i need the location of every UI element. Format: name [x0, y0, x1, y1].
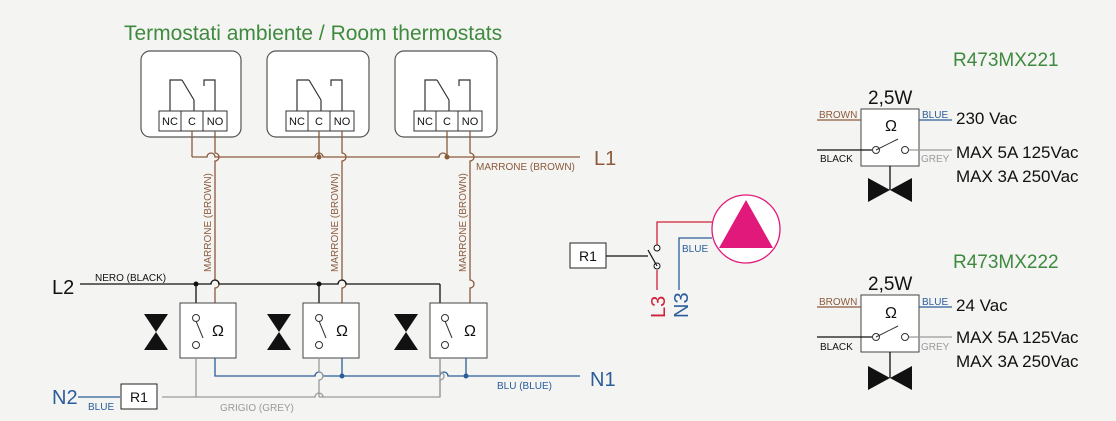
terminal-nc: NC — [289, 116, 305, 128]
brown-vertical-label-3: MARRONE (BROWN) — [458, 173, 469, 272]
grey-wiring — [162, 358, 445, 398]
module-1-max1: MAX 5A 125Vac — [956, 143, 1079, 162]
actuator-3: Ω — [394, 302, 488, 359]
terminal-c: C — [188, 116, 196, 128]
black-wiring — [80, 279, 441, 303]
grey-wire-label: GRIGIO (GREY) — [220, 403, 294, 414]
terminal-no: NO — [462, 116, 479, 128]
module-1-max2: MAX 3A 250Vac — [956, 167, 1079, 186]
module-2-actuator: Ω — [860, 294, 920, 390]
black-wire-label: NERO (BLACK) — [95, 273, 166, 284]
thermostat-3: NC C NO — [394, 50, 498, 138]
terminal-nc: NC — [417, 116, 433, 128]
svg-text:Ω: Ω — [336, 323, 348, 340]
module-2-blue: BLUE — [922, 297, 948, 308]
actuator-2: Ω — [267, 302, 360, 359]
module-2-max2: MAX 3A 250Vac — [956, 352, 1079, 371]
module-2-max1: MAX 5A 125Vac — [956, 328, 1079, 347]
blue-wire-label: BLU (BLUE) — [497, 381, 552, 392]
n3-label: N3 — [671, 292, 693, 318]
brown-vertical-label-1: MARRONE (BROWN) — [203, 173, 214, 272]
module-1-black: BLACK — [820, 154, 853, 165]
module-1-actuator: Ω — [860, 108, 920, 202]
svg-text:Ω: Ω — [212, 323, 224, 340]
relay-r1-pump-label: R1 — [579, 248, 597, 264]
svg-text:Ω: Ω — [464, 323, 476, 340]
module-2-model: R473MX222 — [953, 252, 1059, 273]
terminal-c: C — [443, 116, 451, 128]
relay-r1-bottom-label: R1 — [130, 389, 148, 405]
thermostat-1: NC C NO — [140, 50, 242, 138]
svg-text:Ω: Ω — [885, 305, 897, 322]
module-1-model: R473MX221 — [953, 50, 1059, 71]
module-1-brown: BROWN — [819, 110, 857, 121]
module-1-power: 2,5W — [868, 88, 912, 109]
module-2-power: 2,5W — [868, 274, 912, 295]
terminal-c: C — [315, 116, 323, 128]
actuator-1: Ω — [144, 302, 237, 359]
l1-label: L1 — [594, 148, 616, 170]
pump-icon — [711, 194, 781, 264]
relay-r1-bottom — [120, 383, 158, 410]
n2-label: N2 — [52, 387, 78, 409]
terminal-no: NO — [334, 116, 351, 128]
terminal-nc: NC — [162, 116, 178, 128]
thermostat-2: NC C NO — [266, 50, 370, 138]
module-1-blue: BLUE — [922, 110, 948, 121]
module-2-black: BLACK — [820, 342, 853, 353]
module-1-grey: GREY — [921, 154, 950, 165]
l2-label: L2 — [52, 277, 74, 299]
module-1-voltage: 230 Vac — [956, 109, 1018, 128]
n1-label: N1 — [590, 369, 616, 391]
n2-blue-label: BLUE — [88, 402, 114, 413]
diagram-title: Termostati ambiente / Room thermostats — [124, 22, 502, 45]
pump-blue-label: BLUE — [682, 244, 708, 255]
terminal-no: NO — [207, 116, 224, 128]
module-2-grey: GREY — [921, 342, 950, 353]
brown-vertical-label-2: MARRONE (BROWN) — [330, 173, 341, 272]
module-2-brown: BROWN — [819, 297, 857, 308]
svg-text:Ω: Ω — [885, 118, 897, 135]
brown-wire-label: MARRONE (BROWN) — [476, 162, 575, 173]
module-2-voltage: 24 Vac — [956, 296, 1008, 315]
brown-wiring — [191, 131, 580, 303]
l3-label: L3 — [648, 296, 670, 318]
